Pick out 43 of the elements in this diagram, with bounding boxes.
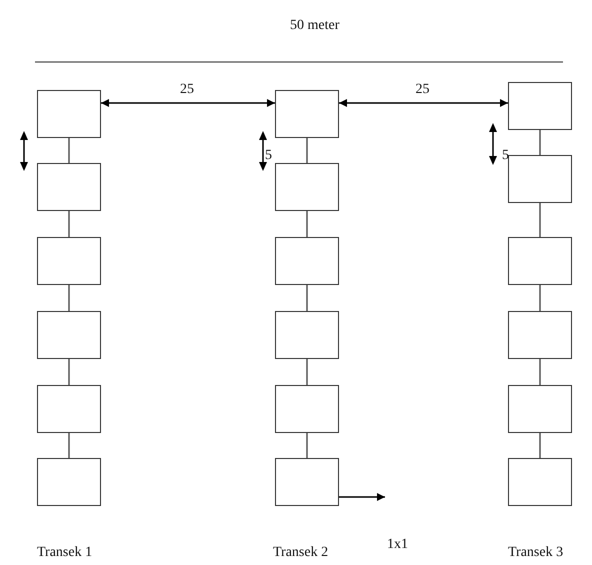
transect-label: Transek 1 (37, 545, 92, 561)
arrow (101, 99, 275, 107)
connector-line (306, 433, 308, 458)
title-label: 50 meter (290, 18, 340, 34)
connector-line (68, 211, 70, 237)
plot-box (37, 458, 101, 506)
plot-box (275, 458, 339, 506)
plot-box (508, 458, 572, 506)
connector-line (539, 285, 541, 311)
plot-box (508, 155, 572, 203)
plot-box (275, 385, 339, 433)
plot-box (508, 311, 572, 359)
transect-label: Transek 3 (508, 545, 564, 561)
connector-line (306, 285, 308, 311)
plot-box (508, 385, 572, 433)
plot-box (275, 311, 339, 359)
plot-box (275, 90, 339, 138)
plot-box (37, 163, 101, 211)
size-label: 1x1 (387, 537, 415, 555)
plot-box (37, 237, 101, 285)
plot-box (275, 163, 339, 211)
dimension-label: 5 (265, 148, 272, 164)
arrow (339, 493, 385, 501)
plot-box (37, 385, 101, 433)
connector-line (68, 359, 70, 385)
plot-box (508, 237, 572, 285)
connector-line (68, 138, 70, 163)
plot-box (37, 90, 101, 138)
plot-box (508, 82, 572, 130)
connector-line (306, 138, 308, 163)
connector-line (539, 433, 541, 458)
connector-line (539, 359, 541, 385)
transect-label: Transek 2 (273, 545, 328, 561)
connector-line (306, 359, 308, 385)
dimension-label: 5 (502, 148, 509, 164)
connector-line (68, 285, 70, 311)
arrow (339, 99, 508, 107)
connector-line (68, 433, 70, 458)
connector-line (539, 203, 541, 237)
connector-line (306, 211, 308, 237)
connector-line (539, 130, 541, 155)
plot-box (37, 311, 101, 359)
plot-box (275, 237, 339, 285)
